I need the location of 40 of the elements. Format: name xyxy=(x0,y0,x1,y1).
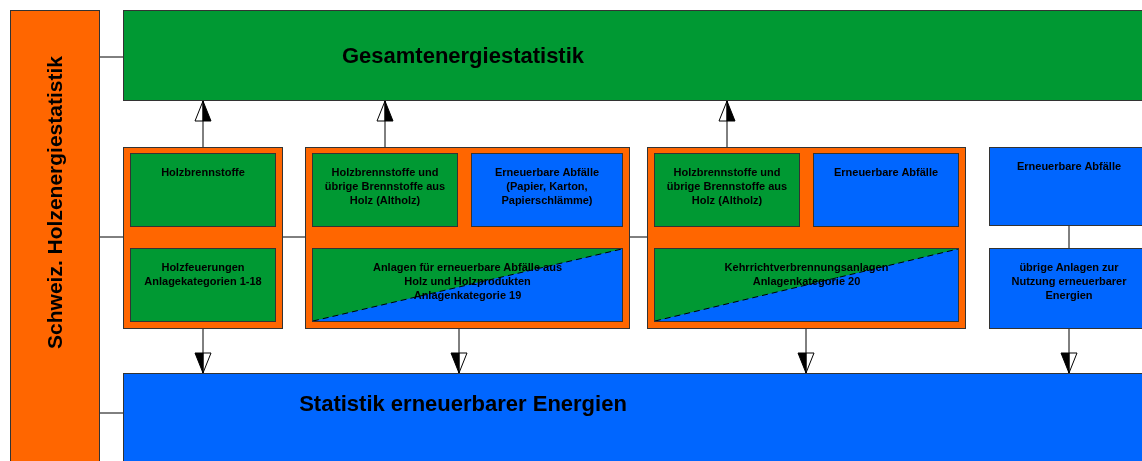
group-box xyxy=(647,147,966,329)
side-band xyxy=(10,10,100,461)
node-label: Gesamtenergiestatistik xyxy=(341,42,585,69)
process-box xyxy=(989,248,1142,329)
node-label: Holzfeuerungen Anlagekategorien 1-18 xyxy=(143,260,263,288)
connector-line xyxy=(1068,225,1070,249)
arrow xyxy=(450,328,468,374)
process-box xyxy=(989,147,1142,226)
node-label: Holzbrennstoffe xyxy=(160,165,246,179)
node-label: Erneuerbare Abfälle xyxy=(1015,159,1123,173)
process-box xyxy=(130,153,276,227)
node-label: Holzbrennstoffe und übrige Brennstoffe aus Holz (Altholz) xyxy=(665,165,789,207)
connector-line xyxy=(99,412,124,414)
process-box xyxy=(123,373,1142,461)
split-box xyxy=(312,248,623,322)
process-box xyxy=(123,10,1142,101)
arrow xyxy=(376,100,394,148)
arrow xyxy=(718,100,736,148)
node-label: Holzbrennstoffe und übrige Brennstoffe aus Holz (Altholz) xyxy=(323,165,447,207)
connector-line xyxy=(99,56,124,58)
node-label: Schweiz. Holzenergiestatistik xyxy=(43,56,67,349)
process-box xyxy=(312,153,458,227)
node-label: Erneuerbare Abfälle xyxy=(832,165,940,179)
node-label: Statistik erneuerbarer Energien xyxy=(299,391,627,417)
arrow xyxy=(797,328,815,374)
group-box xyxy=(123,147,283,329)
connector-line xyxy=(99,236,124,238)
group-box xyxy=(305,147,630,329)
node-label: übrige Anlagen zur Nutzung erneuerbarer Energien xyxy=(1010,260,1128,302)
arrow xyxy=(194,100,212,148)
process-box xyxy=(813,153,959,227)
process-box xyxy=(471,153,623,227)
process-box xyxy=(130,248,276,322)
split-box xyxy=(654,248,959,322)
connector-line xyxy=(629,236,648,238)
process-box xyxy=(654,153,800,227)
arrow xyxy=(194,328,212,374)
node-label: Erneuerbare Abfälle (Papier, Karton, Papierschlämme) xyxy=(493,165,601,207)
connector-line xyxy=(282,236,306,238)
arrow xyxy=(1060,328,1078,374)
